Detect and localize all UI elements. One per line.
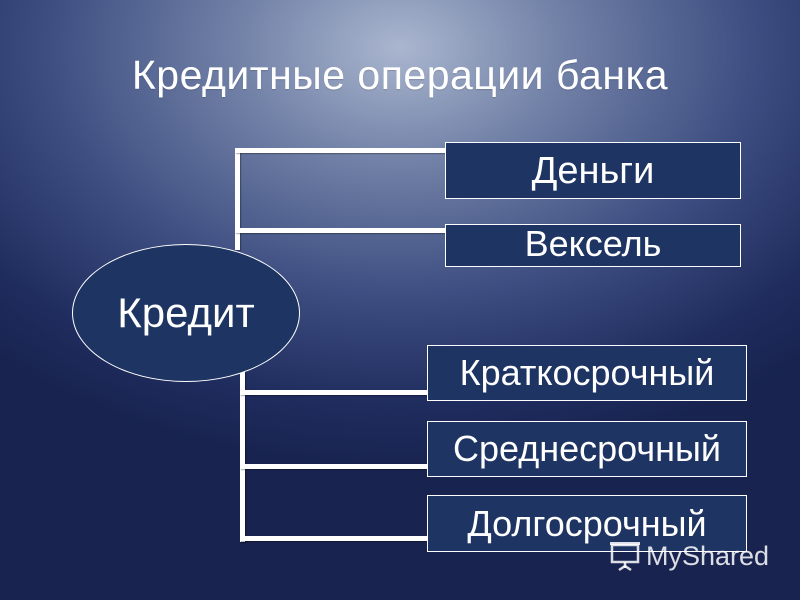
upper-vertical-connector bbox=[235, 148, 240, 250]
root-node-credit: Кредит bbox=[72, 244, 300, 382]
projector-screen-icon bbox=[610, 542, 640, 572]
node-dengi: Деньги bbox=[445, 142, 741, 199]
node-veksel: Вексель bbox=[445, 224, 741, 267]
node-dolgosrochny: Долгосрочный bbox=[427, 495, 747, 552]
root-node-label: Кредит bbox=[117, 289, 255, 336]
connector-dolgosrochny bbox=[240, 536, 427, 541]
watermark-text: MyShared bbox=[646, 540, 770, 571]
node-kratkosrochny: Краткосрочный bbox=[427, 345, 747, 401]
node-label: Долгосрочный bbox=[467, 502, 707, 544]
node-label: Вексель bbox=[524, 223, 662, 264]
connector-veksel bbox=[235, 228, 445, 233]
watermark: MyShared bbox=[608, 538, 769, 574]
node-srednesrochny: Среднесрочный bbox=[427, 421, 747, 477]
connector-dengi bbox=[235, 148, 445, 153]
slide-title: Кредитные операции банка bbox=[131, 52, 669, 98]
connector-srednesrochny bbox=[240, 464, 427, 469]
node-label: Краткосрочный bbox=[459, 352, 715, 393]
connector-kratkosrochny bbox=[240, 390, 427, 395]
node-label: Деньги bbox=[531, 149, 655, 192]
lower-vertical-connector bbox=[240, 370, 245, 542]
node-label: Среднесрочный bbox=[452, 428, 722, 469]
